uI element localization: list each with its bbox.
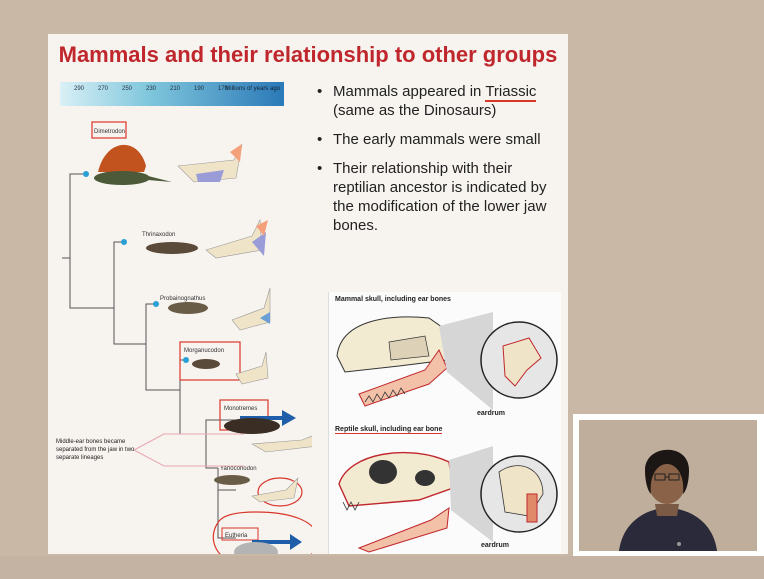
frame-bottom-band [0,556,764,579]
bullet-text: Mammals appeared in [333,83,485,100]
bullet-text: (same as the Dinosaurs) [333,102,496,119]
bullet-item: The early mammals were small [313,130,563,149]
skull-comparison: Mammal skull, including ear bones eardru… [328,292,561,554]
dimetrodon-body [94,171,150,185]
taxon-label: Thrinaxodon [142,232,175,238]
phylogeny-diagram: Dimetrodon Thrinaxodon Probainognathus M… [56,108,312,554]
middle-ear-note: Middle-ear bones became separated from t… [56,438,136,462]
taxon-label: Monotremes [224,406,257,412]
slide-title: Mammals and their relationship to other … [48,42,568,68]
bullet-list: Mammals appeared in Triassic (same as th… [313,82,563,245]
reptile-skull-diagram [329,438,561,554]
mammal-skull-title: Mammal skull, including ear bones [335,296,451,303]
timeline-tick: 270 [98,86,108,92]
taxon-label: Dimetrodon [94,129,125,135]
triassic-highlight: Triassic [485,83,536,102]
timeline-tick: 190 [194,86,204,92]
presenter-figure [579,420,757,551]
timeline-tick: 210 [170,86,180,92]
taxon-label: Probainognathus [160,296,205,302]
timeline-tick: 230 [146,86,156,92]
probainognathus-body [168,302,208,314]
thrinaxodon-body [146,242,198,254]
timeline-unit: Millions of years ago [225,86,280,92]
mammal-skull-diagram [329,306,561,424]
presenter-webcam [573,414,764,556]
bullet-item: Mammals appeared in Triassic (same as th… [313,82,563,120]
timeline-tick: 250 [122,86,132,92]
reptile-skull-title: Reptile skull, including ear bone [335,426,442,434]
geologic-timeline: 290 270 250 230 210 190 170 Millions of … [60,82,284,106]
morganucodon-body [192,359,220,369]
yanoconodon-body [214,475,250,485]
timeline-tick: 290 [74,86,84,92]
taxon-label: Morganucodon [184,348,224,354]
eardrum-label: eardrum [477,410,505,417]
dimetrodon-sail [98,145,146,172]
taxon-label: Eutheria [225,533,248,539]
eardrum-label: eardrum [481,542,509,549]
note-pointer [134,430,254,470]
bullet-item: Their relationship with their reptilian … [313,159,563,235]
slide: Mammals and their relationship to other … [48,34,568,554]
